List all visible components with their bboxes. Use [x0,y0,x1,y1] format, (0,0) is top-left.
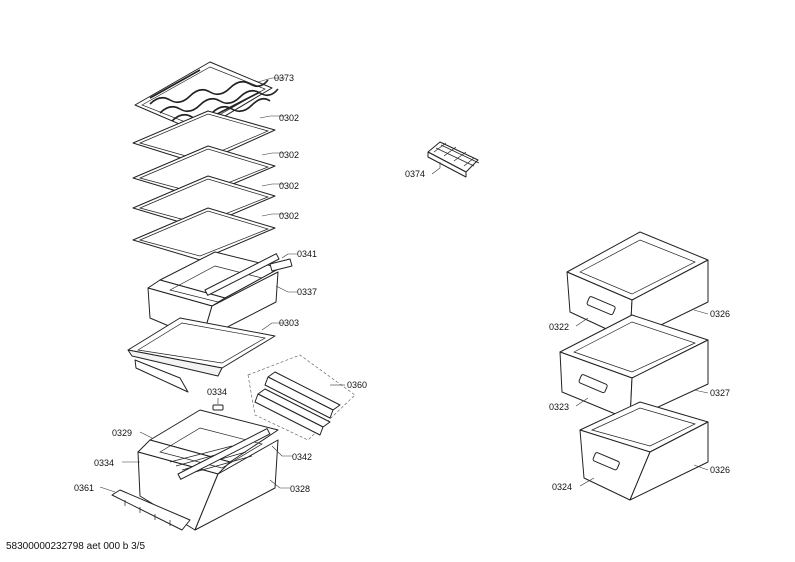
label-0302: 0302 [279,181,299,191]
label-0329: 0329 [112,428,132,438]
label-0327: 0327 [710,388,730,398]
glass-shelf-1 [132,110,276,165]
label-0374: 0374 [405,169,425,179]
leader-lines [99,77,709,493]
label-0326: 0326 [710,309,730,319]
label-0342: 0342 [292,452,312,462]
label-0323: 0323 [549,402,569,412]
rail-set-0360 [247,354,356,441]
label-0337: 0337 [297,287,317,297]
label-0326: 0326 [710,465,730,475]
trim-strip-0361 [111,489,191,531]
clip-0334 [212,404,224,411]
ice-cube-tray-0374 [427,141,480,178]
label-0341: 0341 [297,249,317,259]
drawer-cover-0303 [127,317,276,393]
label-0322: 0322 [549,322,569,332]
label-0334: 0334 [207,387,227,397]
large-drawer-0328 [137,409,279,531]
document-id-footer: 58300000232798 aet 000 b 3/5 [6,541,146,552]
label-0361: 0361 [74,483,94,493]
label-0324: 0324 [552,482,572,492]
label-0373: 0373 [274,73,294,83]
label-0302: 0302 [279,150,299,160]
glass-shelf-4 [132,207,276,261]
drawer-lower-0326 [579,401,709,501]
drawer-middle-0327 [559,314,709,421]
label-0328: 0328 [290,484,310,494]
wine-rack-shelf [134,61,279,133]
label-0303: 0303 [279,318,299,328]
label-0360: 0360 [347,380,367,390]
label-0302: 0302 [279,211,299,221]
label-0334: 0334 [94,458,114,468]
label-0302: 0302 [279,113,299,123]
